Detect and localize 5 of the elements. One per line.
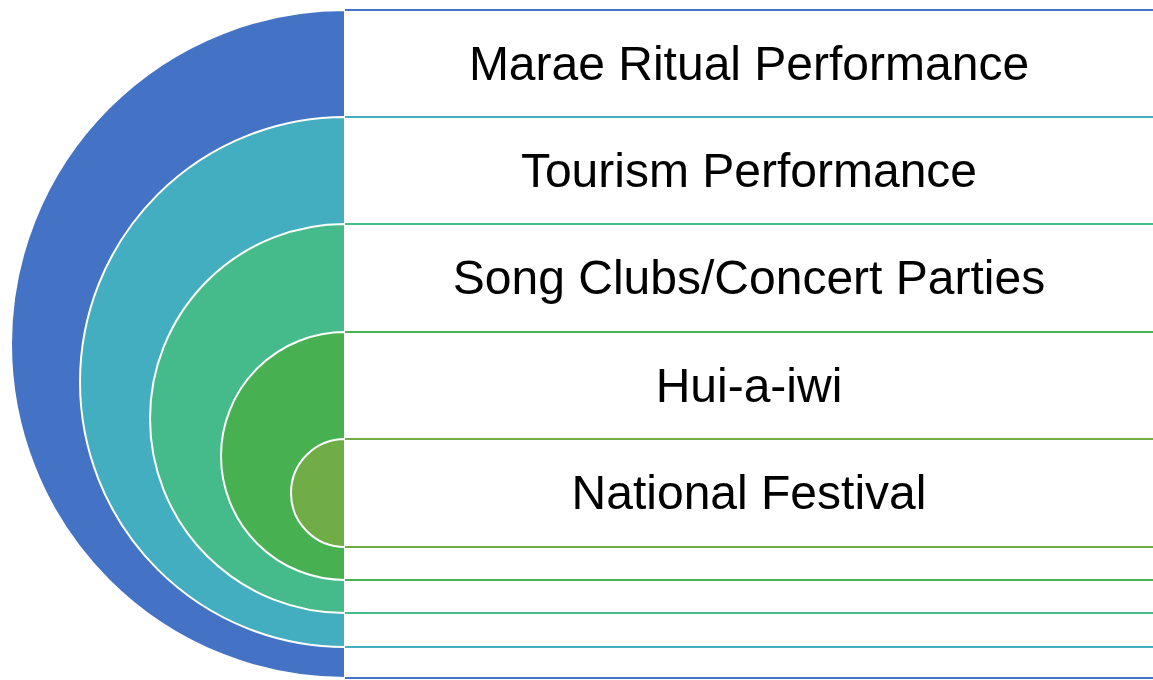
layer-label: Hui-a-iwi bbox=[654, 358, 844, 414]
layer-label: Tourism Performance bbox=[519, 143, 979, 199]
layer-label: National Festival bbox=[570, 465, 928, 521]
layer-label: Marae Ritual Performance bbox=[467, 36, 1031, 92]
layer-label: Song Clubs/Concert Parties bbox=[451, 250, 1047, 306]
